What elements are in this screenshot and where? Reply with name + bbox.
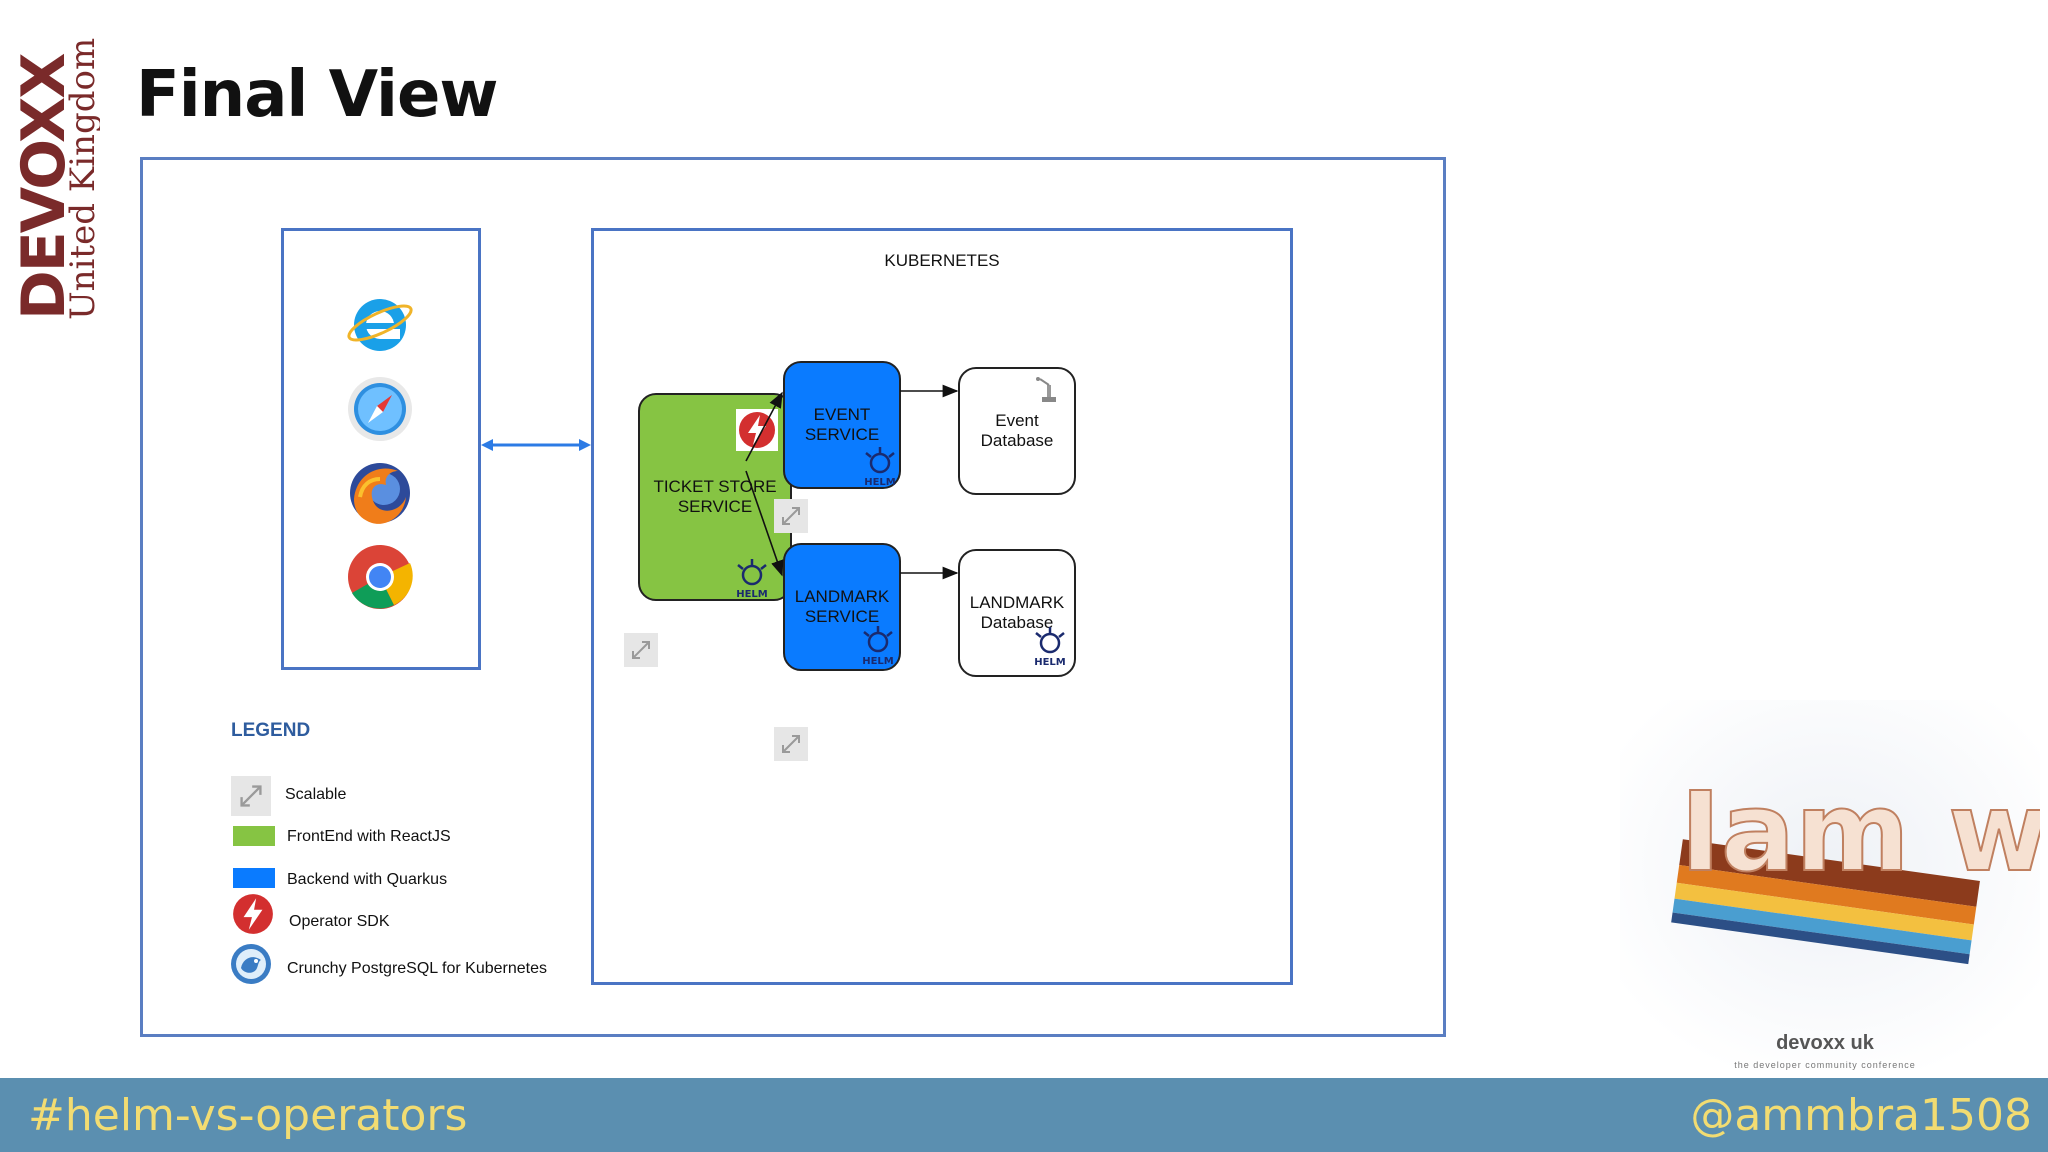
firefox-icon xyxy=(350,463,410,524)
crunchy-postgres-icon xyxy=(231,944,271,984)
devoxx-uk-tagline: the developer community conference xyxy=(1734,1060,1916,1070)
legend-label: FrontEnd with ReactJS xyxy=(287,828,451,845)
blue-swatch xyxy=(233,868,275,888)
devoxx-logo: DEVOXX United Kingdom xyxy=(9,38,100,320)
landmark-service-label: LANDMARK SERVICE xyxy=(794,587,890,626)
sticker-text: Iam weare. xyxy=(1680,768,2040,896)
iamweare-sticker: Iam weare. xyxy=(1620,700,2040,1070)
architecture-diagram: KUBERNETES TICKET STORE SERVICE EVENT SE… xyxy=(140,157,1446,1037)
scalable-icon xyxy=(774,499,808,533)
svg-text:HELM: HELM xyxy=(864,477,896,488)
svg-text:HELM: HELM xyxy=(736,589,768,600)
legend-label: Scalable xyxy=(285,786,347,803)
event-database: Event Database xyxy=(958,367,1076,495)
database-tool-icon xyxy=(1036,377,1056,402)
legend-label: Operator SDK xyxy=(289,913,390,930)
legend-label: Crunchy PostgreSQL for Kubernetes xyxy=(287,960,547,977)
event-database-label: Event Database xyxy=(980,411,1054,450)
event-service: EVENT SERVICE xyxy=(783,361,901,489)
brand-wordmark: DEVOXX xyxy=(9,53,79,320)
kubernetes-label: KUBERNETES xyxy=(884,251,1000,270)
helm-icon: HELM xyxy=(862,626,894,667)
service-connectors xyxy=(745,384,959,580)
devoxx-uk-logo: devoxx uk xyxy=(1776,1032,1874,1054)
footer-bar: #helm-vs-operators @ammbra1508 xyxy=(0,1078,2048,1152)
helm-icon: HELM xyxy=(864,447,896,488)
chrome-icon xyxy=(348,545,413,609)
browsers-box xyxy=(281,228,481,670)
landmark-database-label: LANDMARK Database xyxy=(969,593,1065,632)
operator-sdk-icon xyxy=(736,409,778,451)
legend-label: Backend with Quarkus xyxy=(287,871,448,888)
svg-text:HELM: HELM xyxy=(862,656,894,667)
operator-sdk-icon xyxy=(233,894,273,934)
browser-ticket-arrow xyxy=(481,439,591,451)
brand-subtitle: United Kingdom xyxy=(63,38,100,320)
helm-icon: HELM xyxy=(736,559,768,600)
kubernetes-box: KUBERNETES TICKET STORE SERVICE EVENT SE… xyxy=(591,228,1293,985)
footer-hashtag: #helm-vs-operators xyxy=(28,1090,468,1141)
green-swatch xyxy=(233,826,275,846)
safari-icon xyxy=(348,377,412,441)
event-service-label: EVENT SERVICE xyxy=(804,405,880,444)
legend-title: LEGEND xyxy=(231,720,311,741)
scalable-icon xyxy=(231,776,271,816)
landmark-database: LANDMARK Database xyxy=(958,549,1076,677)
slide-title: Final View xyxy=(136,58,498,132)
footer-handle: @ammbra1508 xyxy=(1690,1090,2032,1141)
scalable-icon xyxy=(774,727,808,761)
helm-icon: HELM xyxy=(1034,627,1066,668)
ticket-store-label: TICKET STORE SERVICE xyxy=(653,477,777,516)
svg-text:HELM: HELM xyxy=(1034,657,1066,668)
internet-explorer-icon xyxy=(347,299,413,351)
scalable-icon xyxy=(624,633,658,667)
